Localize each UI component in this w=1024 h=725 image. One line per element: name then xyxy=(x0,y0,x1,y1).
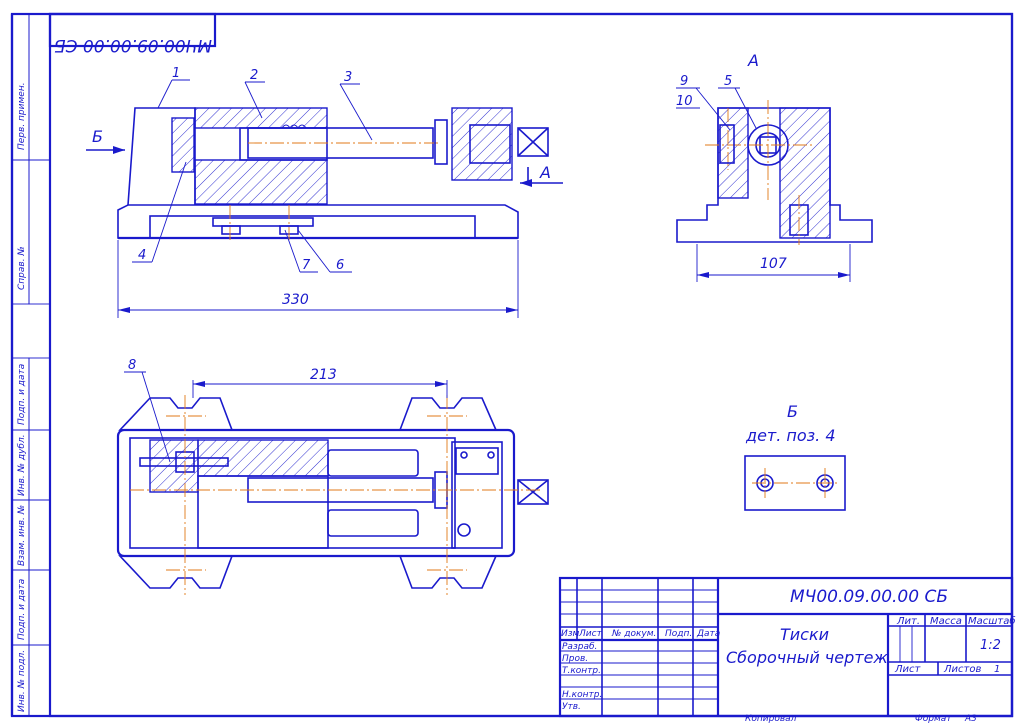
sheets-value: 1 xyxy=(994,664,1000,675)
section-a-title: А xyxy=(747,51,759,70)
designation-main: МЧ00.09.00.00 СБ xyxy=(790,587,948,607)
pos-9: 9 xyxy=(680,74,688,89)
side-stamp-7: Инв. № подл. xyxy=(17,650,27,712)
hdr-sign: Подп. xyxy=(665,629,692,639)
side-stamp-4: Инв. № дубл. xyxy=(17,434,27,496)
designation-box-top: МЧ00.09.00.00 СБ xyxy=(48,12,217,55)
view-b-detail: Б дет. поз. 4 xyxy=(744,402,846,511)
sheets-label: Листов xyxy=(943,664,981,675)
section-a-view: А 107 9 10 5 xyxy=(676,51,873,282)
row-razrab: Разраб. xyxy=(562,642,597,652)
dimension-330: 330 xyxy=(282,292,309,308)
row-tkontr: Т.контр. xyxy=(562,666,601,676)
side-stamp-1: Перв. примен. xyxy=(17,82,27,150)
section-a-arrow-label: А xyxy=(539,163,551,182)
lit-label: Лит. xyxy=(896,616,920,627)
view-b-title-line2: дет. поз. 4 xyxy=(745,426,836,445)
mass-label: Масса xyxy=(930,616,962,627)
title-line1: Тиски xyxy=(780,625,829,644)
format-label: Формат xyxy=(915,714,952,724)
view-arrow-b-label: Б xyxy=(92,127,103,146)
pos-3: 3 xyxy=(344,70,352,85)
pos-5: 5 xyxy=(724,74,732,89)
row-utv: Утв. xyxy=(562,702,581,712)
hdr-date: Дата xyxy=(696,629,720,639)
copied-label: Копировал xyxy=(745,714,797,724)
pos-10: 10 xyxy=(676,94,693,109)
pos-7: 7 xyxy=(302,258,311,273)
pos-1: 1 xyxy=(172,66,180,81)
side-stamp: Перв. примен. Справ. № Подп. и дата Инв.… xyxy=(11,13,51,717)
plan-view: 213 8 xyxy=(116,358,549,595)
pos-8: 8 xyxy=(128,358,136,373)
hdr-doc: № докум. xyxy=(611,629,656,639)
format-value: А3 xyxy=(964,714,977,724)
side-stamp-3: Подп. и дата xyxy=(17,364,27,425)
side-stamp-6: Подп. и дата xyxy=(17,579,27,640)
dimension-213: 213 xyxy=(310,367,337,383)
row-nkontr: Н.контр. xyxy=(562,690,602,700)
pos-2: 2 xyxy=(250,68,258,83)
scale-label: Масштаб xyxy=(968,615,1016,627)
designation-mirrored-text: МЧ00.09.00.00 СБ xyxy=(54,35,212,55)
hdr-izm: Изм xyxy=(561,629,580,639)
hdr-list: Лист xyxy=(578,629,603,639)
row-prov: Пров. xyxy=(562,654,588,664)
dimension-107: 107 xyxy=(760,256,787,272)
title-line2: Сборочный чертеж xyxy=(726,648,888,667)
pos-4: 4 xyxy=(138,248,146,263)
scale-value: 1:2 xyxy=(980,638,1001,653)
side-stamp-5: Взам. инв. № xyxy=(17,505,27,566)
pos-6: 6 xyxy=(336,258,344,273)
view-b-title-line1: Б xyxy=(787,402,798,421)
title-block: МЧ00.09.00.00 СБ Тиски Сборочный чертеж … xyxy=(558,576,1016,724)
side-stamp-2: Справ. № xyxy=(17,246,27,290)
sheet-label: Лист xyxy=(894,664,922,675)
front-view: Б А 330 1 2 3 4 6 7 xyxy=(86,66,563,318)
